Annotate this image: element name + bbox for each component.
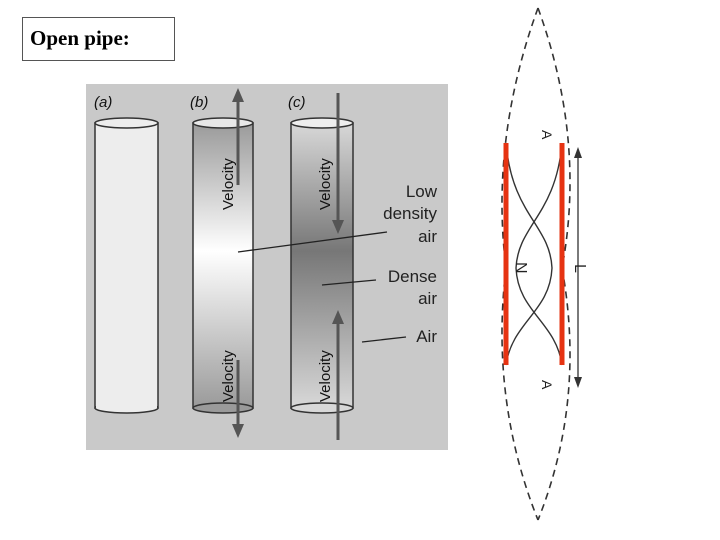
tube-b-velocity-bottom-label: Velocity bbox=[220, 350, 237, 402]
tube-a bbox=[94, 117, 159, 414]
tube-b bbox=[192, 117, 254, 414]
page-title: Open pipe: bbox=[22, 17, 175, 61]
low-density-leader-line bbox=[237, 231, 388, 253]
tube-b-velocity-top-label: Velocity bbox=[220, 158, 237, 210]
low-density-label-line-3: air bbox=[418, 227, 437, 246]
air-label: Air bbox=[416, 327, 437, 346]
tube-b-label: (b) bbox=[190, 94, 208, 111]
low-density-label-line-2: density bbox=[383, 204, 437, 223]
tube-c-label: (c) bbox=[288, 94, 306, 111]
tube-c-velocity-bottom-label: Velocity bbox=[317, 350, 334, 402]
tube-c-velocity-top-label: Velocity bbox=[317, 158, 334, 210]
dense-air-label-line-1: Dense bbox=[388, 267, 437, 286]
air-leader-line bbox=[361, 336, 407, 343]
bottom-antinode-label: A bbox=[539, 380, 555, 390]
node-label: N bbox=[512, 262, 529, 274]
length-label: L bbox=[571, 264, 588, 273]
tube-c-velocity-arrows bbox=[332, 93, 344, 440]
top-antinode-label: A bbox=[539, 130, 555, 140]
low-density-label-line-1: Low bbox=[406, 182, 438, 201]
dense-air-label-line-2: air bbox=[418, 289, 437, 308]
tube-a-label: (a) bbox=[94, 94, 112, 111]
standing-wave-diagram bbox=[501, 7, 582, 521]
tube-b-velocity-arrows bbox=[232, 88, 244, 438]
dense-air-leader-line bbox=[321, 279, 377, 286]
